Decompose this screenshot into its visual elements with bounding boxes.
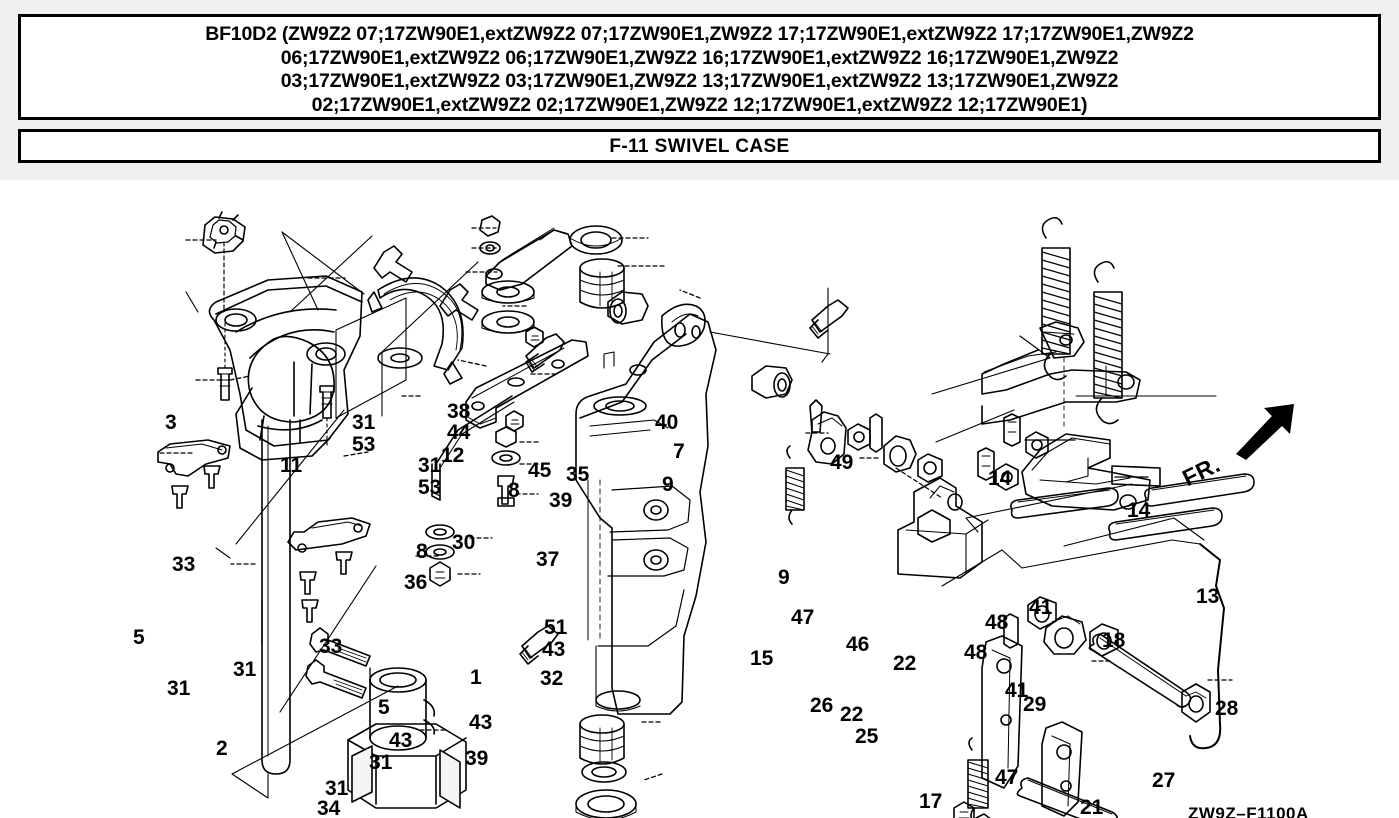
callout-51: 51 — [544, 616, 568, 639]
callout-2: 2 — [216, 737, 228, 760]
callout-15: 15 — [750, 647, 774, 670]
callout-9-lower: 9 — [778, 566, 790, 589]
callout-35: 35 — [566, 463, 590, 486]
callout-49-upper: 49 — [830, 451, 854, 474]
callout-1: 1 — [470, 666, 482, 689]
callout-53-b: 53 — [418, 476, 442, 499]
callout-37: 37 — [536, 548, 560, 571]
callout-40: 40 — [655, 411, 679, 434]
callout-36: 36 — [404, 571, 428, 594]
callout-48-lower: 48 — [964, 641, 988, 664]
callout-46: 46 — [846, 633, 870, 656]
callout-31-e: 31 — [369, 751, 393, 774]
callout-38: 38 — [447, 400, 471, 423]
callout-44: 44 — [447, 421, 471, 444]
callout-25: 25 — [855, 725, 879, 748]
callout-41-lower: 41 — [1005, 679, 1029, 702]
callout-30: 30 — [452, 531, 476, 554]
callout-22-b: 22 — [840, 703, 864, 726]
callout-29: 29 — [1023, 693, 1047, 716]
callout-14-right: 14 — [1127, 499, 1151, 522]
callout-18: 18 — [1102, 629, 1126, 652]
callout-13: 13 — [1196, 585, 1220, 608]
callout-32: 32 — [540, 667, 564, 690]
callout-5-lower: 5 — [378, 696, 390, 719]
callout-31-f: 31 — [325, 777, 349, 800]
callout-53: 53 — [352, 433, 376, 456]
callout-43-a: 43 — [542, 638, 566, 661]
section-title-box: F-11 SWIVEL CASE — [18, 129, 1381, 163]
callout-47-upper: 47 — [791, 606, 815, 629]
front-direction-arrow-icon — [1236, 404, 1294, 460]
callout-48-upper: 48 — [985, 611, 1009, 634]
model-title-line-4: 02;17ZW90E1,extZW9Z2 02;17ZW90E1,ZW9Z2 1… — [311, 93, 1088, 116]
callout-33-left: 33 — [172, 553, 196, 576]
callout-39-lower: 39 — [465, 747, 489, 770]
callout-11: 11 — [280, 454, 303, 477]
callout-28: 28 — [1215, 697, 1239, 720]
model-title-line-1: BF10D2 (ZW9Z2 07;17ZW90E1,extZW9Z2 07;17… — [205, 23, 1194, 45]
callout-5-upper: 5 — [133, 626, 145, 649]
callout-34-upper: 34 — [317, 797, 341, 818]
callout-17: 17 — [919, 790, 943, 813]
callout-8-lower: 8 — [416, 540, 428, 563]
model-applicability-box: BF10D2 (ZW9Z2 07;17ZW90E1,extZW9Z2 07;17… — [18, 14, 1381, 120]
callout-21-a: 21 — [1080, 796, 1104, 818]
callout-31: 31 — [352, 411, 376, 434]
callout-45: 45 — [528, 459, 552, 482]
model-title-line-2: 06;17ZW90E1,extZW9Z2 06;17ZW90E1,ZW9Z2 1… — [280, 46, 1119, 69]
callout-31-d: 31 — [167, 677, 191, 700]
callout-47-lower: 47 — [995, 766, 1019, 789]
diagram-header: BF10D2 (ZW9Z2 07;17ZW90E1,extZW9Z2 07;17… — [0, 0, 1399, 180]
callout-22-a: 22 — [893, 652, 917, 675]
callout-41-upper: 41 — [1029, 596, 1053, 619]
callout-9-upper: 9 — [662, 473, 674, 496]
callout-3: 3 — [165, 411, 177, 434]
model-title-line-3: 03;17ZW90E1,extZW9Z2 03;17ZW90E1,ZW9Z2 1… — [280, 70, 1119, 92]
callout-33-right: 33 — [319, 635, 343, 658]
callout-43-c: 43 — [389, 729, 413, 752]
callout-14-left: 14 — [988, 467, 1012, 490]
callout-12: 12 — [441, 444, 465, 467]
callout-26: 26 — [810, 694, 834, 717]
callout-7-upper: 7 — [673, 440, 685, 463]
callout-43-b: 43 — [469, 711, 493, 734]
callout-31-b: 31 — [418, 454, 442, 477]
plate-code-label: ZW9Z–F1100A — [1188, 804, 1309, 818]
callout-39-upper: 39 — [549, 489, 573, 512]
callout-31-c: 31 — [233, 658, 257, 681]
diagram-artwork — [157, 211, 1255, 818]
exploded-parts-diagram: 3 31 53 38 44 12 40 7 49 14 11 31 53 45 … — [0, 180, 1399, 818]
callout-27: 27 — [1152, 769, 1176, 792]
callout-8-upper: 8 — [508, 479, 520, 502]
